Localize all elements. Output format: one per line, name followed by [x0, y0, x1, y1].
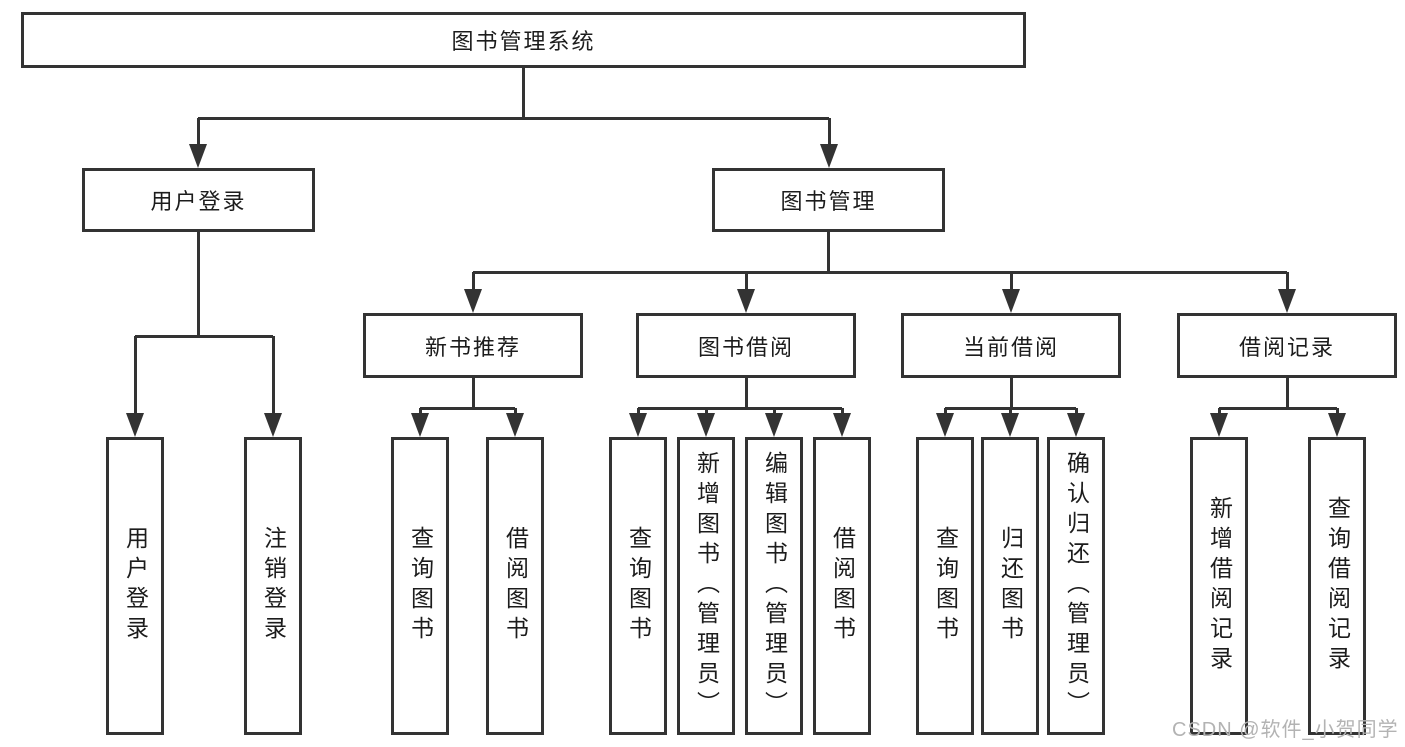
node-book-management: 图书管理	[712, 168, 945, 232]
arrow-down-icon	[820, 144, 838, 168]
connector-stem	[471, 378, 475, 409]
arrow-down-icon	[737, 289, 755, 313]
arrow-down-icon	[126, 413, 144, 437]
arrow-down-icon	[697, 413, 715, 437]
connector-stem	[1009, 378, 1013, 409]
leaf-logout: 注销登录	[244, 437, 302, 735]
arrow-down-icon	[1328, 413, 1346, 437]
arrow-down-icon	[411, 413, 429, 437]
connector-arrow-stem	[1217, 408, 1221, 417]
leaf-query-books-borrowing: 查询图书	[609, 437, 667, 735]
connector-root-bus	[198, 116, 829, 120]
connector-arrow-stem	[418, 408, 422, 417]
arrow-down-icon	[1002, 289, 1020, 313]
connector-arrow-stem	[1285, 272, 1289, 292]
leaf-add-book-admin: 新增图书（管理员）	[677, 437, 735, 735]
leaf-confirm-return-admin: 确认归还（管理员）	[1047, 437, 1105, 735]
connector-arrow-stem	[271, 336, 275, 415]
node-borrowing-records: 借阅记录	[1177, 313, 1397, 378]
leaf-return-book: 归还图书	[981, 437, 1039, 735]
arrow-down-icon	[1210, 413, 1228, 437]
arrow-down-icon	[833, 413, 851, 437]
arrow-down-icon	[464, 289, 482, 313]
connector-arrow-stem	[133, 336, 137, 415]
node-new-book-recommendation: 新书推荐	[363, 313, 583, 378]
node-book-borrowing: 图书借阅	[636, 313, 856, 378]
connector-user-login-stem	[196, 232, 200, 337]
arrow-down-icon	[1067, 413, 1085, 437]
connector-arrow-stem	[513, 408, 517, 417]
connector-stem	[744, 378, 748, 409]
leaf-user-login: 用户登录	[106, 437, 164, 735]
connector-arrow-stem	[943, 408, 947, 417]
arrow-down-icon	[765, 413, 783, 437]
connector-arrow-stem	[704, 408, 708, 417]
connector-book-mgmt-stem	[827, 232, 830, 273]
connector-arrow-stem	[471, 272, 475, 292]
leaf-query-books-current: 查询图书	[916, 437, 974, 735]
leaf-add-borrow-record: 新增借阅记录	[1190, 437, 1248, 735]
connector-arrow-stem	[744, 272, 748, 292]
node-library-management-system: 图书管理系统	[21, 12, 1026, 68]
arrow-down-icon	[264, 413, 282, 437]
connector-bus	[638, 406, 842, 410]
connector-bus	[1219, 406, 1337, 410]
connector-stem	[1285, 378, 1289, 409]
leaf-borrow-books-recommend: 借阅图书	[486, 437, 544, 735]
connector-arrow-stem	[827, 118, 831, 147]
connector-root-stem	[521, 68, 525, 118]
leaf-query-books-recommend: 查询图书	[391, 437, 449, 735]
arrow-down-icon	[936, 413, 954, 437]
arrow-down-icon	[506, 413, 524, 437]
connector-arrow-stem	[1074, 408, 1078, 417]
leaf-borrow-books-borrowing: 借阅图书	[813, 437, 871, 735]
connector-arrow-stem	[772, 408, 776, 417]
leaf-query-borrow-record: 查询借阅记录	[1308, 437, 1366, 735]
connector-arrow-stem	[636, 408, 640, 417]
connector-arrow-stem	[196, 118, 200, 147]
connector-arrow-stem	[1335, 408, 1339, 417]
leaf-edit-book-admin: 编辑图书（管理员）	[745, 437, 803, 735]
arrow-down-icon	[189, 144, 207, 168]
connector-book-mgmt-bus	[473, 270, 1287, 274]
connector-arrow-stem	[840, 408, 844, 417]
arrow-down-icon	[629, 413, 647, 437]
arrow-down-icon	[1278, 289, 1296, 313]
node-current-borrowing: 当前借阅	[901, 313, 1121, 378]
connector-arrow-stem	[1009, 272, 1013, 292]
connector-user-login-bus	[135, 334, 273, 338]
csdn-watermark: CSDN @软件_小贺同学	[1172, 719, 1399, 741]
connector-bus	[420, 406, 515, 410]
arrow-down-icon	[1001, 413, 1019, 437]
connector-arrow-stem	[1008, 408, 1012, 417]
node-user-login: 用户登录	[82, 168, 315, 232]
